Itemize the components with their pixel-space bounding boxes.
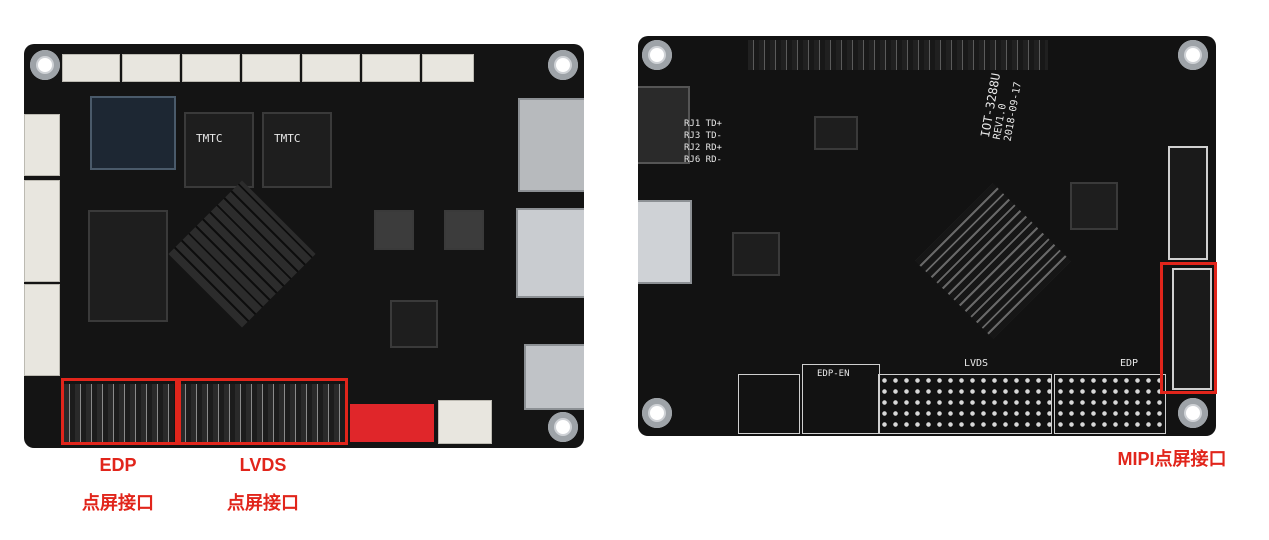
ic-chip (1070, 182, 1118, 230)
top-connector (182, 54, 240, 82)
board-id-block: IOT-3288U REV1.0 2018-09-17 (978, 72, 1025, 142)
top-connector (302, 54, 360, 82)
mounting-hole (1178, 398, 1208, 428)
mipi-label: MIPI点屏接口 (1117, 449, 1227, 469)
edp-label: EDP (99, 455, 137, 475)
edp-pin-header (64, 384, 174, 442)
heatsink (168, 180, 316, 328)
ethernet-port (518, 98, 584, 192)
top-connector (62, 54, 120, 82)
edp-silkscreen: EDP (1120, 358, 1139, 369)
lvds-label: LVDS (239, 455, 287, 475)
top-connector (242, 54, 300, 82)
dc-jack (524, 344, 584, 410)
edp-sublabel: 点屏接口 (82, 493, 154, 513)
red-connector (350, 404, 434, 442)
mounting-hole (642, 40, 672, 70)
pmic-chip (390, 300, 438, 348)
lvds-sublabel: 点屏接口 (227, 493, 299, 513)
edp-en-label: EDP-EN (817, 369, 850, 379)
pwr-header (738, 374, 800, 434)
mipi-highlight-box (1160, 262, 1217, 394)
side-connector (24, 284, 60, 376)
emmc-chip (88, 210, 168, 322)
mounting-hole (642, 398, 672, 428)
edp-en-header: EDP-EN (802, 364, 880, 434)
lvds-header-back (878, 374, 1052, 434)
ram-chip: TMTC (184, 112, 254, 188)
mounting-hole (548, 50, 578, 80)
chip-label: TMTC (274, 132, 301, 145)
top-connector (362, 54, 420, 82)
lvds-highlight-box (178, 378, 348, 445)
lvds-pin-header (180, 384, 346, 442)
wifi-module (90, 96, 176, 170)
lvds-silkscreen: LVDS (964, 358, 989, 369)
rj-silkscreen: RJ1 TD+ RJ3 TD- RJ2 RD+ RJ6 RD- (684, 119, 722, 165)
usb-port (516, 208, 584, 298)
side-connector (24, 114, 60, 176)
board-bottom-view: RJ1 TD+ RJ3 TD- RJ2 RD+ RJ6 RD- IOT-3288… (638, 36, 1216, 436)
ram-chip: TMTC (262, 112, 332, 188)
top-connector (422, 54, 474, 82)
mounting-hole (1178, 40, 1208, 70)
inductor (374, 210, 414, 250)
top-connector (122, 54, 180, 82)
ic-chip (732, 232, 780, 276)
component-cluster (915, 183, 1071, 339)
top-pin-row (748, 40, 1048, 70)
chip-label: TMTC (196, 132, 223, 145)
edp-highlight-box (61, 378, 178, 445)
ethernet-port-back (638, 86, 690, 164)
mounting-hole (548, 412, 578, 442)
ic-chip (814, 116, 858, 150)
fpc-connector (1168, 146, 1208, 260)
edp-header-back (1054, 374, 1166, 434)
mounting-hole (30, 50, 60, 80)
inductor (444, 210, 484, 250)
side-connector (24, 180, 60, 282)
white-connector (438, 400, 492, 444)
usb-port-back (638, 200, 692, 284)
mipi-connector (1172, 268, 1212, 390)
